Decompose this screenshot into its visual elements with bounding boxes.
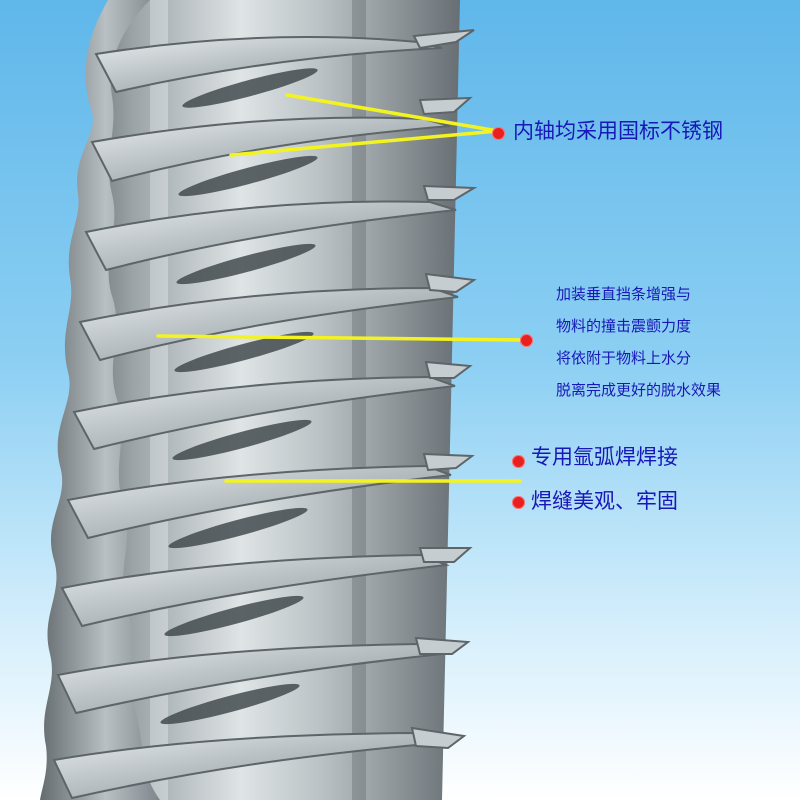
weld-slot <box>160 683 300 725</box>
weld-slot <box>164 595 304 637</box>
right-fin <box>422 184 478 201</box>
inner-plate-right <box>352 0 366 800</box>
weld-slot <box>172 419 312 461</box>
weld-slot <box>174 331 314 373</box>
weld-slot <box>182 68 318 108</box>
spiral-blade <box>60 553 450 628</box>
right-fin <box>414 636 471 655</box>
right-fin <box>422 452 475 472</box>
vertical-bar-description: 加装垂直挡条增强与 物料的撞击震颤力度 将依附于物料上水分 脱离完成更好的脱水效… <box>556 278 721 406</box>
right-fin <box>424 360 473 379</box>
weld-slot <box>176 243 316 285</box>
weld-seam-label: 焊缝美观、牢固 <box>531 489 678 513</box>
callout-line-bars <box>156 334 528 342</box>
weld-slot-group <box>160 68 318 725</box>
weld-slot <box>178 155 318 197</box>
callout-lines <box>156 93 528 483</box>
vertical-bar-line-1: 加装垂直挡条增强与 <box>556 285 692 303</box>
callout-marker-shaft <box>492 127 505 140</box>
spiral-blade <box>72 375 456 451</box>
vertical-bar-line-2: 物料的撞击震颤力度 <box>556 317 692 335</box>
welding-method-label: 专用氩弧焊焊接 <box>531 445 678 469</box>
right-fin <box>418 547 473 563</box>
spiral-blade <box>94 36 443 94</box>
spiral-blade <box>84 200 457 272</box>
right-fin <box>410 726 467 750</box>
right-fin <box>418 96 473 116</box>
callout-marker-bars <box>520 334 533 347</box>
vertical-bar-line-3: 将依附于物料上水分 <box>556 349 692 367</box>
vertical-bar-line-4: 脱离完成更好的脱水效果 <box>556 381 722 399</box>
right-fin <box>412 29 475 50</box>
spiral-blade <box>66 464 452 540</box>
shaft-material-label: 内轴均采用国标不锈钢 <box>513 119 723 143</box>
right-fin-group <box>410 29 478 750</box>
callout-marker-welding <box>512 455 525 468</box>
right-fin <box>424 272 477 294</box>
spiral-blade <box>90 116 451 183</box>
callout-line-shaft-lower <box>229 129 500 157</box>
callout-marker-seam <box>512 496 525 509</box>
weld-slot <box>168 507 308 549</box>
callout-line-shaft-upper <box>285 93 500 133</box>
